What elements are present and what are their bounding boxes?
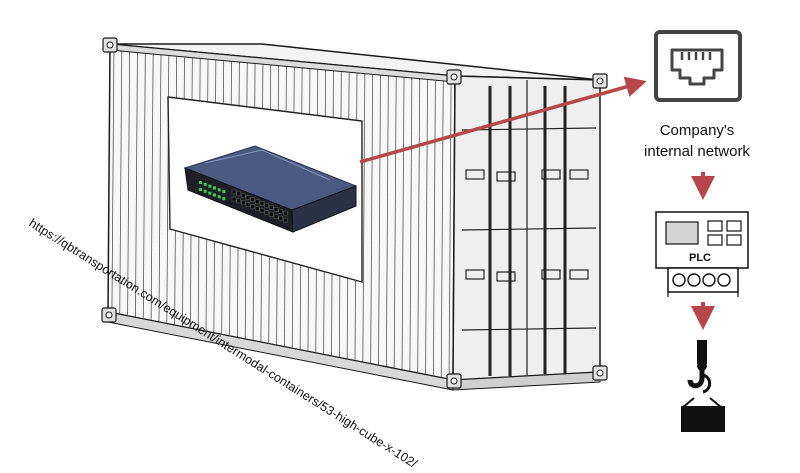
- container-rib: [378, 75, 381, 366]
- switch-port: [245, 195, 251, 200]
- switch-port: [273, 214, 279, 219]
- container-rib: [111, 50, 115, 313]
- switch-led: [213, 193, 216, 197]
- container-rib: [393, 76, 397, 369]
- switch-led: [208, 191, 212, 195]
- switch-port: [259, 201, 265, 206]
- container-rib: [150, 53, 154, 321]
- switch-led: [208, 184, 212, 188]
- switch-port: [255, 199, 260, 204]
- switch-port: [245, 202, 251, 207]
- network-label-line1: Company's: [659, 122, 735, 139]
- crane-hook-icon: [681, 340, 725, 432]
- switch-led: [213, 186, 216, 190]
- plc-label: PLC: [689, 252, 711, 264]
- switch-port: [269, 212, 274, 217]
- switch-led: [217, 195, 221, 199]
- plc-icon: [655, 211, 749, 297]
- container-rib: [440, 80, 444, 378]
- switch-port: [283, 210, 288, 216]
- container-rib: [158, 54, 162, 323]
- switch-led: [199, 188, 202, 191]
- container-rib: [362, 73, 366, 363]
- switch-port: [273, 207, 279, 212]
- switch-port: [278, 208, 283, 214]
- container-rib: [432, 80, 436, 377]
- switch-port: [255, 206, 260, 211]
- ethernet-port-icon: [654, 30, 742, 102]
- container-rib: [135, 52, 138, 318]
- container-rib: [385, 75, 389, 367]
- network-switch-icon: [183, 145, 358, 233]
- container-rib: [448, 81, 452, 380]
- container-rib: [417, 78, 421, 374]
- switch-port: [250, 197, 255, 202]
- switch-led: [222, 190, 226, 194]
- container-rib: [425, 79, 428, 375]
- switch-port: [264, 203, 269, 208]
- switch-port: [264, 210, 269, 215]
- switch-port: [231, 196, 237, 202]
- switch-port: [278, 215, 283, 221]
- container-rib: [370, 74, 374, 364]
- switch-port: [283, 217, 288, 223]
- switch-port: [259, 208, 265, 213]
- switch-led: [203, 182, 207, 186]
- switch-port: [241, 193, 246, 199]
- container-rib: [401, 77, 405, 370]
- container-rib: [119, 51, 123, 315]
- switch-port: [250, 204, 255, 209]
- switch-led: [203, 189, 207, 193]
- switch-led: [217, 188, 221, 192]
- switch-port: [231, 189, 237, 195]
- switch-led: [222, 197, 226, 201]
- switch-port: [236, 198, 241, 204]
- network-label: Company's internal network: [622, 120, 772, 162]
- switch-led: [199, 181, 202, 184]
- switch-port: [236, 191, 241, 197]
- arrow-switch-to-network: [359, 76, 647, 164]
- switch-port: [241, 200, 246, 206]
- network-label-line2: internal network: [644, 143, 750, 160]
- container-rib: [409, 77, 413, 372]
- switch-port: [269, 205, 274, 210]
- container-rib: [127, 51, 131, 316]
- container-rib: [142, 53, 146, 319]
